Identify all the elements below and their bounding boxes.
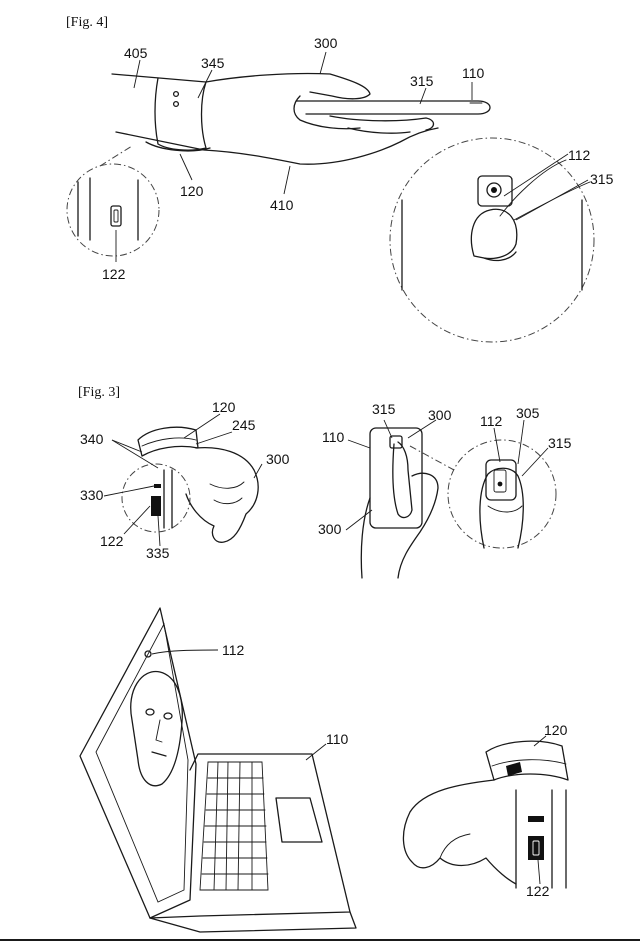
fig4-leaders [115,51,589,262]
fig5-laptop [79,607,357,933]
fig3-sensor-330 [154,484,161,488]
fig4-ref-315: 315 [410,73,434,89]
fig4-band-sensor [110,205,122,227]
fig4-band-button-2 [172,100,180,108]
fig3-ref-335: 335 [146,545,170,561]
fig4-ref-110: 110 [462,65,485,81]
fig5-hand-with-band [402,740,569,889]
fig3-band-detail-circle [121,463,191,533]
fig3-hand-with-phone [360,427,557,579]
fig4-arm-lower [115,127,439,165]
fig4-arm-upper [111,72,371,100]
fig3-ref-300c: 300 [318,521,342,537]
fig3-ref-340: 340 [80,431,104,447]
fig4-thumb [293,95,361,130]
fig3-detail-sensor [485,459,517,501]
fig4-caption: [Fig. 4] [66,15,108,30]
fig4-ref-112: 112 [568,147,591,163]
fig5-ref-112: 112 [222,642,245,658]
fig4-ref-410: 410 [270,197,294,213]
fig5-laptop-base [149,753,351,919]
fig4-ref-405: 405 [124,45,148,61]
fig3-detail-fingertip [479,467,524,549]
fig5: 112 110 120 122 [79,607,569,933]
fig3-ref-300: 300 [266,451,290,467]
fig3-ref-245: 245 [232,417,256,433]
fig4-wrist-band [154,77,207,151]
fig4-arm-with-phone [111,72,491,165]
fig4-ref-120: 120 [180,183,204,199]
fig5-ref-110: 110 [326,731,349,747]
fig3-ref-120: 120 [212,399,236,415]
fig5-band-sensor-strip [528,816,544,822]
fig4-phone-detail-circle [389,137,595,343]
fig3-caption: [Fig. 3] [78,385,120,400]
fig4-ref-345: 345 [201,55,225,71]
fig5-keyboard [199,761,269,891]
fig3-phone-sensor [389,435,403,449]
fig4-ref-315b: 315 [590,171,614,187]
fig5-face [130,670,183,787]
fig4-ref-122: 122 [102,266,126,282]
fig5-leaders [151,649,547,885]
fig4-ref-300: 300 [314,35,338,51]
fig4-fingers [329,115,435,131]
fig3-phone [369,427,423,529]
fig4-phone [295,100,491,115]
fig3-ref-122: 122 [100,533,124,549]
fig3-index-finger [392,441,413,519]
fig3-fist [185,446,259,543]
fig4-fingertip [470,208,518,260]
fig3-ref-300b: 300 [428,407,452,423]
fig5-laptop-lid [79,607,197,919]
fig3-ref-315: 315 [372,401,396,417]
fig5-touchpad [275,797,323,843]
fig3-hand-with-band [121,426,259,543]
fig4-band-detail-circle [66,145,160,257]
fig3-palm [397,472,439,579]
fig3-ref-330: 330 [80,487,104,503]
fig5-band-sensor [528,836,544,860]
fig3-wrist-band [137,426,199,457]
fig5-ref-122: 122 [526,883,550,899]
fig5-wrist-band [485,740,569,781]
fig4-band-button-1 [172,90,180,98]
fig3-ref-110: 110 [322,429,345,445]
fig4: [Fig. 4] [66,15,614,343]
fig5-ref-120: 120 [544,722,568,738]
fig3-ref-112: 112 [480,413,503,429]
fig3-ref-315b: 315 [548,435,572,451]
fig3-ref-305: 305 [516,405,540,421]
fig3-leaders [103,413,549,547]
fig3-phone-detail-circle [447,439,557,549]
fig5-fist [402,779,517,885]
fig3: [Fig. 3] [78,385,572,579]
fig5-camera [144,650,152,658]
fig3-sensor-122 [151,496,161,516]
